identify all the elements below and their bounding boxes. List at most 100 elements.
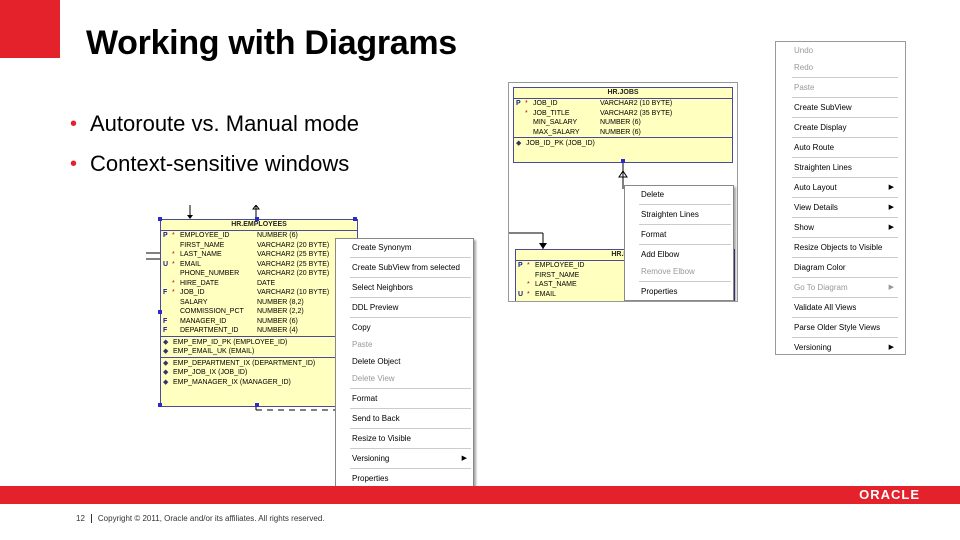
selection-handle[interactable] <box>255 217 259 221</box>
menu-item-create-subview[interactable]: Create SubView <box>794 103 852 112</box>
menu-item-properties[interactable]: Properties <box>641 287 678 296</box>
menu-item-auto-route[interactable]: Auto Route <box>794 143 835 152</box>
key-flag: F <box>163 317 168 325</box>
menu-separator <box>350 428 471 429</box>
menu-item-ddl-preview[interactable]: DDL Preview <box>352 303 399 312</box>
menu-item-create-subview-from-selected[interactable]: Create SubView from selected <box>352 263 460 272</box>
selection-handle[interactable] <box>158 403 162 407</box>
menu-item-create-display[interactable]: Create Display <box>794 123 847 132</box>
mandatory-flag <box>172 241 180 251</box>
menu-separator <box>350 297 471 298</box>
menu-separator <box>639 204 731 205</box>
menu-separator <box>350 448 471 449</box>
table-row[interactable]: COMMISSION_PCT NUMBER (2,2) <box>161 307 357 317</box>
column-name: JOB_TITLE <box>533 109 570 117</box>
selection-handle[interactable] <box>353 217 357 221</box>
item-label: EMP_EMP_ID_PK (EMPLOYEE_ID) <box>173 338 288 346</box>
menu-item-resize-to-visible[interactable]: Resize to Visible <box>352 434 411 443</box>
column-name: PHONE_NUMBER <box>180 270 240 277</box>
menu-item-properties[interactable]: Properties <box>352 474 389 483</box>
column-name: LAST_NAME <box>180 251 222 258</box>
menu-item-straighten-lines[interactable]: Straighten Lines <box>794 163 852 172</box>
menu-item-auto-layout[interactable]: Auto Layout▶ <box>778 179 900 196</box>
column-name: COMMISSION_PCT <box>180 308 244 315</box>
menu-item-validate-all-views[interactable]: Validate All Views <box>794 303 857 312</box>
arrow-icon <box>539 243 547 249</box>
list-item[interactable]: ◆JOB_ID_PK (JOB_ID) <box>514 139 732 149</box>
item-label: EMP_JOB_IX (JOB_ID) <box>173 369 248 376</box>
menu-item-resize-objects-to-visible[interactable]: Resize Objects to Visible <box>794 243 883 252</box>
menu-item-format[interactable]: Format <box>352 394 378 403</box>
menu-item-versioning[interactable]: Versioning▶ <box>336 450 473 467</box>
menu-item-delete[interactable]: Delete <box>641 190 665 199</box>
menu-item-delete-object[interactable]: Delete Object <box>352 357 401 366</box>
selection-handle[interactable] <box>255 403 259 407</box>
mandatory-flag <box>172 326 180 336</box>
list-item[interactable]: ◆EMP_JOB_IX (JOB_ID) <box>161 368 357 378</box>
menu-item-create-synonym[interactable]: Create Synonym <box>352 243 412 252</box>
mandatory-flag: * <box>172 232 175 239</box>
menu-item-straighten-lines[interactable]: Straighten Lines <box>641 210 699 219</box>
menu-item-parse-older-style-views[interactable]: Parse Older Style Views <box>794 323 881 332</box>
list-item[interactable]: ◆EMP_EMP_ID_PK (EMPLOYEE_ID) <box>161 338 357 348</box>
selection-handle[interactable] <box>621 159 625 163</box>
table-title: HR.EMPLOYEES <box>161 220 357 231</box>
menu-separator <box>639 224 731 225</box>
list-item[interactable]: ◆EMP_EMAIL_UK (EMAIL) <box>161 347 357 357</box>
menu-separator <box>350 388 471 389</box>
menu-item-versioning[interactable]: Versioning▶ <box>778 339 900 354</box>
column-type: NUMBER (2,2) <box>257 308 304 315</box>
menu-item-format[interactable]: Format <box>641 230 667 239</box>
key-flag <box>161 279 172 289</box>
index-icon: ◆ <box>163 359 169 367</box>
submenu-arrow-icon: ▶ <box>888 224 894 231</box>
menu-item-view-details[interactable]: View Details▶ <box>778 199 900 216</box>
key-flag <box>161 307 172 317</box>
selection-handle[interactable] <box>158 217 162 221</box>
mandatory-flag: * <box>172 289 175 296</box>
menu-separator <box>792 197 898 198</box>
menu-item-undo: Undo <box>794 46 814 55</box>
table-row[interactable]: FIRST_NAME <box>516 271 734 281</box>
menu-item-show[interactable]: Show▶ <box>778 219 900 236</box>
key-flag <box>161 298 172 308</box>
copyright: Copyright © 2011, Oracle and/or its affi… <box>97 514 325 523</box>
table-row[interactable]: P*EMPLOYEE_ID <box>516 261 734 271</box>
submenu-arrow-icon: ▶ <box>888 344 894 351</box>
list-item[interactable]: ◆EMP_DEPARTMENT_IX (DEPARTMENT_ID) <box>161 359 357 369</box>
menu-item-send-to-back[interactable]: Send to Back <box>352 414 400 423</box>
menu-separator <box>792 237 898 238</box>
mandatory-flag: * <box>527 290 530 298</box>
menu-item-add-elbow[interactable]: Add Elbow <box>641 250 680 259</box>
column-type: NUMBER (8,2) <box>257 298 304 306</box>
menu-separator <box>639 281 731 282</box>
selection-handle[interactable] <box>158 310 162 314</box>
table-row[interactable]: *LAST_NAME <box>516 280 734 290</box>
key-flag: P <box>516 100 521 107</box>
arrow-icon <box>187 215 193 219</box>
menu-item-copy[interactable]: Copy <box>352 323 371 332</box>
menu-item-select-neighbors[interactable]: Select Neighbors <box>352 283 413 292</box>
menu-item-diagram-color[interactable]: Diagram Color <box>794 263 846 272</box>
list-item[interactable]: ◆EMP_MANAGER_IX (MANAGER_ID) <box>161 378 357 388</box>
